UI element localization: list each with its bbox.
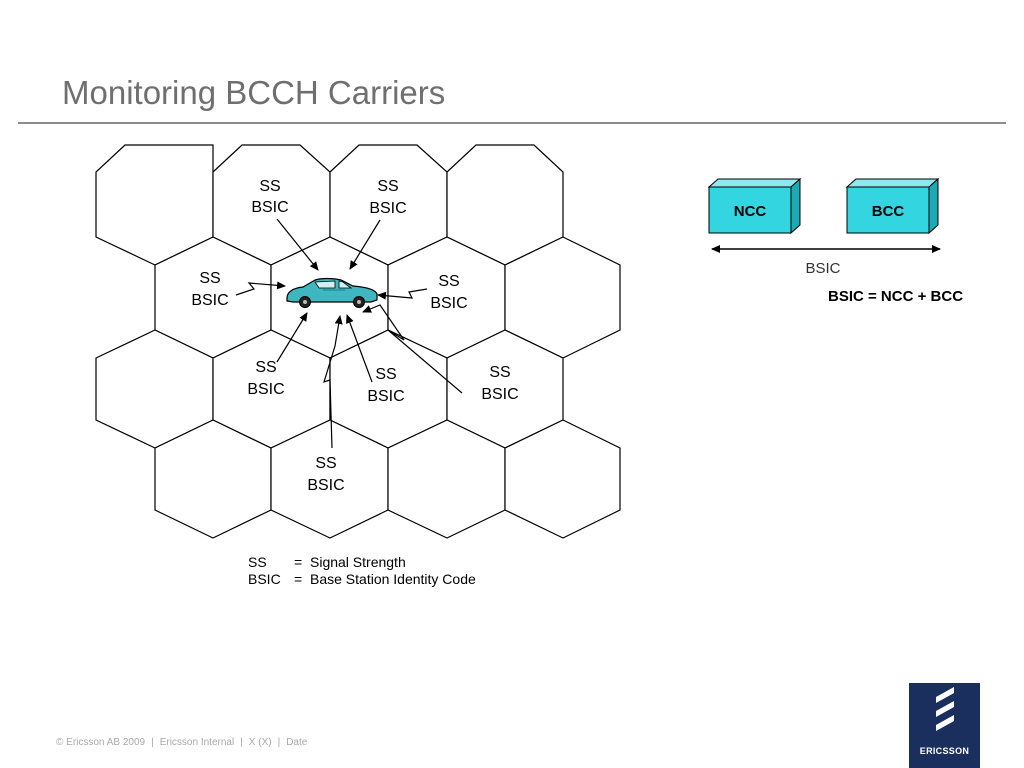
footer-separator: |	[240, 737, 243, 748]
hex-cell-grid	[95, 144, 621, 539]
signal-arrow	[362, 304, 463, 394]
ncc-box: NCC	[707, 177, 802, 235]
cell-label-bsic: BSIC	[430, 295, 467, 312]
footer-separator: |	[277, 737, 281, 748]
signal-arrow	[349, 219, 381, 270]
bsic-span-label: BSIC	[805, 260, 840, 277]
cell-label-ss: SS	[255, 359, 276, 376]
cell-label-bsic: BSIC	[247, 381, 284, 398]
bsic-formula: BSIC = NCC + BCC	[828, 288, 963, 305]
title-divider	[18, 122, 1006, 124]
legend-abbr: SS	[248, 554, 267, 570]
legend-row: BSIC = Base Station Identity Code	[248, 571, 476, 588]
ericsson-logo: ERICSSON	[909, 683, 980, 768]
legend-equals: =	[294, 571, 303, 587]
cell-label-ss: SS	[377, 178, 398, 195]
footer-doc-ref: X (X)	[248, 737, 272, 748]
bcc-box: BCC	[845, 177, 940, 235]
signal-arrow	[235, 281, 286, 296]
ericsson-bars-icon	[936, 687, 954, 731]
cell-label-bsic: BSIC	[191, 292, 228, 309]
signal-arrow	[377, 288, 428, 300]
cell-label-ss: SS	[375, 366, 396, 383]
cell-label-ss: SS	[438, 273, 459, 290]
footer-separator: |	[151, 737, 154, 748]
signal-arrow	[276, 312, 308, 363]
legend-meaning: Base Station Identity Code	[310, 571, 476, 587]
cell-label-ss: SS	[259, 178, 280, 195]
footer: © Ericsson AB 2009 | Ericsson Internal | X (…	[56, 737, 307, 748]
hex-cell	[504, 419, 621, 539]
signal-arrow	[276, 218, 319, 271]
page-title: Monitoring BCCH Carriers	[62, 74, 446, 111]
legend-row: SS = Signal Strength	[248, 554, 476, 571]
car-icon	[286, 277, 378, 308]
cell-label-ss: SS	[315, 455, 336, 472]
cell-label-bsic: BSIC	[369, 200, 406, 217]
signal-arrow	[346, 314, 373, 383]
cell-label-bsic: BSIC	[367, 388, 404, 405]
cell-label-bsic: BSIC	[307, 477, 344, 494]
ncc-label: NCC	[734, 203, 767, 220]
legend-equals: =	[294, 554, 303, 570]
cell-label-bsic: BSIC	[481, 386, 518, 403]
signal-arrow	[323, 315, 343, 449]
cell-label-ss: SS	[199, 270, 220, 287]
legend-meaning: Signal Strength	[310, 554, 406, 570]
cell-label-bsic: BSIC	[251, 199, 288, 216]
cell-label-ss: SS	[489, 364, 510, 381]
legend: SS = Signal Strength BSIC = Base Station…	[248, 554, 476, 588]
logo-wordmark: ERICSSON	[919, 746, 970, 756]
legend-abbr: BSIC	[248, 571, 281, 587]
footer-classification: Ericsson Internal	[159, 737, 235, 748]
footer-date: Date	[286, 737, 308, 748]
bcc-label: BCC	[872, 203, 905, 220]
footer-copyright: © Ericsson AB 2009	[56, 737, 146, 748]
